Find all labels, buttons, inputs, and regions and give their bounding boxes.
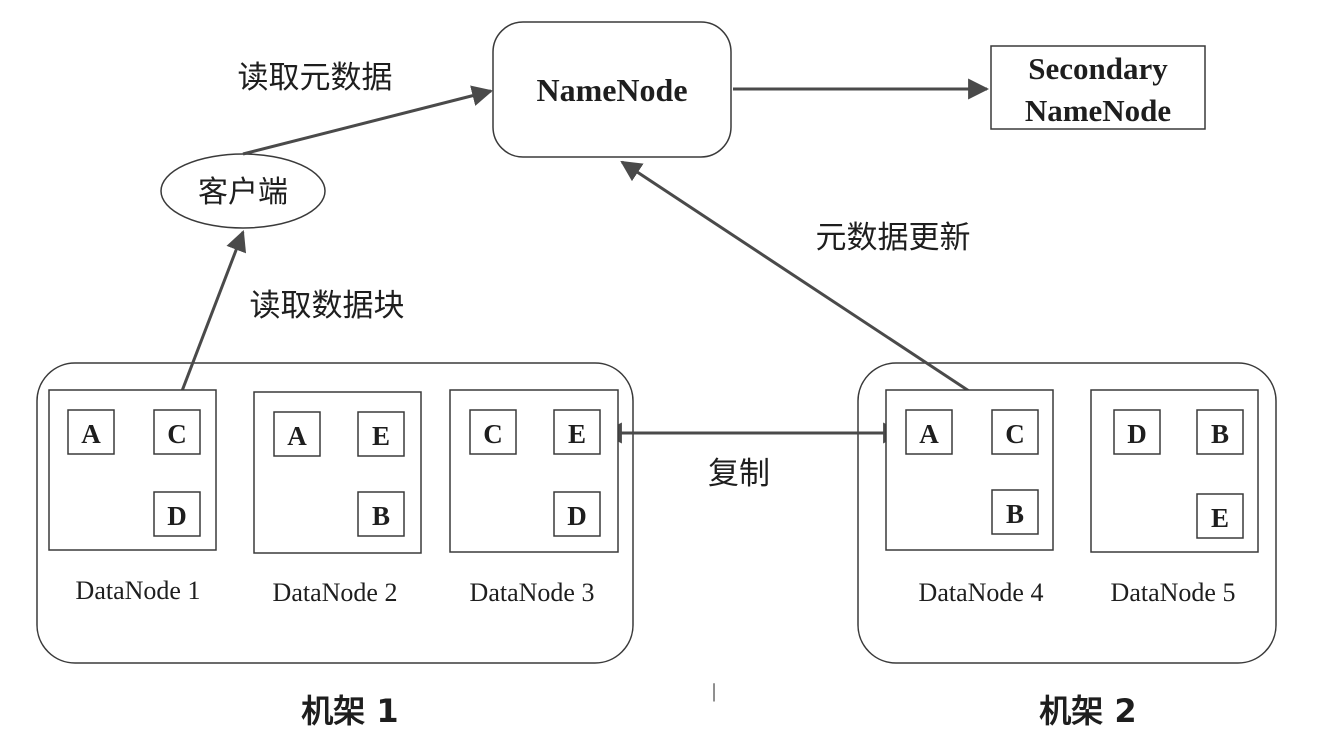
block-b <box>357 491 405 537</box>
datanode-5: D B E <box>1090 389 1259 553</box>
edge-label-read-metadata: 读取元数据 <box>238 60 393 96</box>
secondary-namenode-box <box>990 45 1206 130</box>
datanode-3-label: DataNode 3 <box>470 578 595 607</box>
datanode-4-label: DataNode 4 <box>919 578 1044 607</box>
block-b <box>991 489 1039 535</box>
datanode-1-label: DataNode 1 <box>76 576 201 605</box>
block-a <box>67 409 115 455</box>
block-label: B <box>372 501 390 531</box>
block-label: B <box>1006 499 1024 529</box>
block-label: A <box>287 421 307 451</box>
client-label: 客户端 <box>198 175 288 210</box>
block-d <box>1113 409 1161 455</box>
block-label: E <box>1211 503 1229 533</box>
block-e <box>1196 493 1244 539</box>
arrow-client-to-namenode <box>242 85 494 156</box>
block-c <box>991 409 1039 455</box>
block-label: D <box>1127 419 1147 449</box>
datanode-2: A E B <box>253 391 422 554</box>
block-label: C <box>167 419 187 449</box>
rack-2-label: 机架 2 <box>1039 692 1136 730</box>
block-d <box>553 491 601 537</box>
block-label: E <box>372 421 390 451</box>
block-c <box>153 409 201 455</box>
block-label: C <box>1005 419 1025 449</box>
edge-label-read-block: 读取数据块 <box>250 288 405 324</box>
rack-1-label: 机架 1 <box>301 692 398 730</box>
block-label: D <box>167 501 187 531</box>
block-e <box>553 409 601 455</box>
datanode-5-label: DataNode 5 <box>1111 578 1236 607</box>
arrow-datanode1-to-client <box>175 230 247 405</box>
block-a <box>905 409 953 455</box>
secondary-namenode-line1: Secondary <box>1028 51 1168 86</box>
edge-label-metadata-update: 元数据更新 <box>816 220 971 256</box>
block-b <box>1196 409 1244 455</box>
block-c <box>469 409 517 455</box>
block-label: C <box>483 419 503 449</box>
block-label: E <box>568 419 586 449</box>
datanode-1: A C D <box>48 389 217 551</box>
edge-label-replicate: 复制 <box>708 456 770 492</box>
separator-mark: | <box>712 680 716 702</box>
block-label: A <box>81 419 101 449</box>
block-e <box>357 411 405 457</box>
datanode-3: C E D <box>449 389 619 553</box>
block-label: B <box>1211 419 1229 449</box>
block-label: A <box>919 419 939 449</box>
datanode-4: A C B <box>885 389 1054 551</box>
block-label: D <box>567 501 587 531</box>
block-a <box>273 411 321 457</box>
block-d <box>153 491 201 537</box>
namenode-label: NameNode <box>536 72 687 108</box>
secondary-namenode-line2: NameNode <box>1025 93 1171 128</box>
datanode-2-label: DataNode 2 <box>273 578 398 607</box>
arrow-datanode4-to-namenode <box>620 160 970 393</box>
